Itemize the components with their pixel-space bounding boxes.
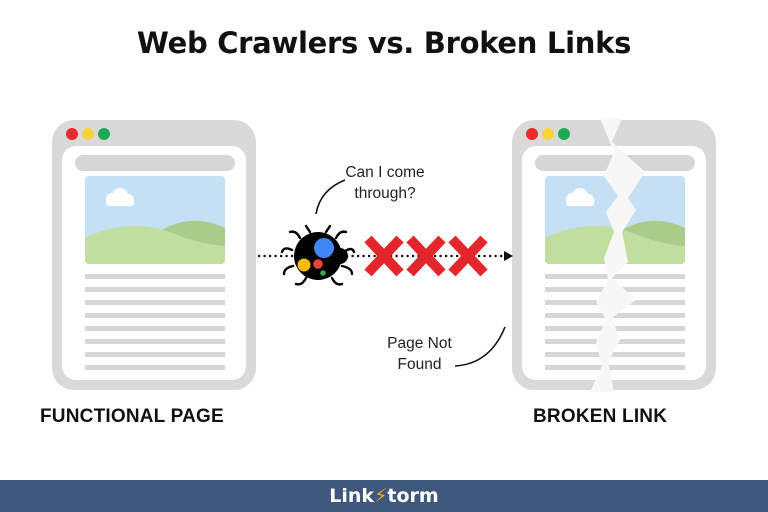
text-line [85,339,225,344]
lightning-bolt-icon: ⚡ [374,485,388,507]
landscape-image-icon [85,176,225,264]
maximize-dot-icon [98,128,110,140]
functional-page-caption: FUNCTIONAL PAGE [40,406,224,427]
error-callout-line [454,326,506,367]
text-line [85,300,225,305]
crawler-bug-icon [280,224,356,286]
close-dot-icon [66,128,78,140]
text-line [85,313,225,318]
speech-line-1: Can I come [345,164,425,181]
minimize-dot-icon [82,128,94,140]
broken-link-browser [512,120,716,390]
x-mark-icon [448,235,488,277]
text-line [85,326,225,331]
maximize-dot-icon [558,128,570,140]
page-not-found-text: Page Not Found [372,333,467,375]
text-line [545,365,685,370]
crawler-speech-text: Can I come through? [330,162,440,204]
text-line [85,274,225,279]
logo-text-storm: torm [387,485,439,507]
close-dot-icon [526,128,538,140]
note-line-2: Found [397,356,442,373]
browser-content [62,146,246,380]
minimize-dot-icon [542,128,554,140]
x-mark-icon [406,235,446,277]
text-line [85,287,225,292]
footer-bar: Link⚡torm [0,480,768,512]
broken-link-caption: BROKEN LINK [533,406,668,427]
text-line [545,274,685,279]
brand-logo: Link⚡torm [0,480,768,512]
functional-page-browser [52,120,256,390]
crawl-path-arrow [258,251,513,261]
address-bar [75,155,235,171]
logo-text-link: Link [329,485,375,507]
speech-callout-line [315,179,346,215]
text-line [545,352,685,357]
x-mark-icon [364,235,404,277]
page-title: Web Crawlers vs. Broken Links [136,26,632,60]
text-line [85,365,225,370]
note-line-1: Page Not [387,335,452,352]
text-line [85,352,225,357]
crack-icon [590,118,645,392]
speech-line-2: through? [354,185,416,202]
